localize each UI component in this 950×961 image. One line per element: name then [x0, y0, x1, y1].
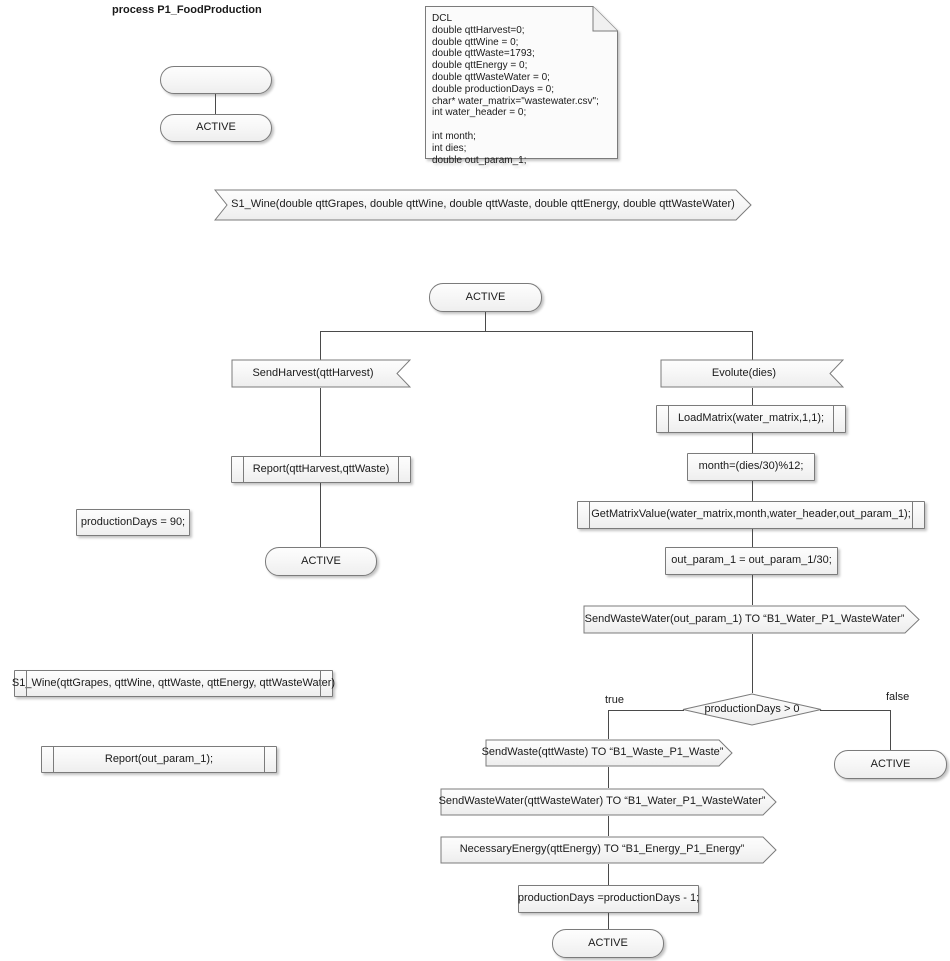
connector-right-branch-down — [752, 331, 753, 360]
procedure-bar-left — [53, 746, 54, 773]
decision-diamond-shape-icon — [682, 693, 822, 726]
procedure-bar-right — [264, 746, 265, 773]
dcl-text: DCL double qttHarvest=0; double qttWine … — [432, 13, 599, 166]
input-signal-shape-icon — [231, 359, 411, 388]
connector-evolute-to-loadmatrix — [752, 388, 753, 405]
procedure-report-out-param[interactable]: Report(out_param_1); — [41, 746, 277, 773]
signal-declaration-label: S1_Wine(double qttGrapes, double qttWine… — [231, 198, 735, 211]
procedure-s1-wine-call[interactable]: S1_Wine(qttGrapes, qttWine, qttWaste, qt… — [11, 670, 336, 697]
output-send-wastewater-param-label: SendWasteWater(out_param_1) TO “B1_Water… — [584, 612, 905, 625]
connector-harvest-to-report — [320, 388, 321, 456]
connector-energy-to-decrement — [608, 864, 609, 885]
procedure-get-matrix-value[interactable]: GetMatrixValue(water_matrix,month,water_… — [577, 501, 925, 529]
connector-outparam-to-sendwastewater — [752, 575, 753, 605]
procedure-load-matrix-label: LoadMatrix(water_matrix,1,1); — [677, 412, 825, 425]
procedure-bar-right — [833, 405, 834, 433]
dcl-declaration-note: DCL double qttHarvest=0; double qttWine … — [425, 6, 618, 166]
input-signal-shape-icon — [660, 359, 844, 388]
connector-sendwaste-to-wastewater — [608, 767, 609, 788]
procedure-bar-right — [320, 670, 321, 697]
procedure-get-matrix-value-label: GetMatrixValue(water_matrix,month,water_… — [591, 508, 911, 521]
connector-left-branch-down — [320, 331, 321, 360]
task-month-label: month=(dies/30)%12; — [698, 460, 804, 473]
task-decrement-days[interactable]: productionDays =productionDays - 1; — [518, 885, 699, 913]
procedure-load-matrix[interactable]: LoadMatrix(water_matrix,1,1); — [656, 405, 846, 433]
procedure-bar-left — [26, 670, 27, 697]
state-active-left-end-label: ACTIVE — [301, 554, 341, 567]
note-shape-icon — [425, 6, 618, 159]
output-signal-shape-icon — [583, 605, 920, 634]
output-signal-shape-icon — [440, 836, 777, 864]
output-send-wastewater-label: SendWasteWater(qttWasteWater) TO “B1_Wat… — [438, 795, 766, 808]
procedure-report-harvest[interactable]: Report(qttHarvest,qttWaste) — [231, 456, 411, 483]
task-production-days-90[interactable]: productionDays = 90; — [76, 509, 190, 536]
input-send-harvest-label: SendHarvest(qttHarvest) — [252, 366, 374, 379]
task-decrement-days-label: productionDays =productionDays - 1; — [517, 892, 700, 905]
state-active-start-label: ACTIVE — [196, 121, 236, 134]
connector-month-to-getmatrix — [752, 481, 753, 501]
output-signal-shape-icon — [440, 788, 777, 816]
procedure-bar-left — [589, 501, 590, 529]
output-send-wastewater[interactable]: SendWasteWater(qttWasteWater) TO “B1_Wat… — [438, 788, 777, 816]
procedure-report-harvest-label: Report(qttHarvest,qttWaste) — [252, 462, 390, 475]
output-necessary-energy[interactable]: NecessaryEnergy(qttEnergy) TO “B1_Energy… — [440, 836, 777, 864]
input-evolute-label: Evolute(dies) — [711, 366, 777, 379]
state-active-main-label: ACTIVE — [465, 290, 506, 303]
task-production-days-90-label: productionDays = 90; — [80, 515, 186, 528]
state-active-loop-back[interactable]: ACTIVE — [552, 929, 664, 958]
output-send-waste-label: SendWaste(qttWaste) TO “B1_Waste_P1_Wast… — [481, 746, 724, 759]
output-necessary-energy-label: NecessaryEnergy(qttEnergy) TO “B1_Energy… — [459, 843, 745, 856]
connector-branch-split — [320, 331, 752, 332]
task-out-param-label: out_param_1 = out_param_1/30; — [671, 554, 832, 567]
state-active-left-end[interactable]: ACTIVE — [265, 547, 377, 576]
procedure-s1-wine-call-label: S1_Wine(qttGrapes, qttWine, qttWaste, qt… — [11, 676, 336, 689]
branch-label-false: false — [886, 691, 910, 703]
start-symbol[interactable] — [160, 66, 272, 94]
procedure-bar-right — [398, 456, 399, 483]
state-active-false-branch-label: ACTIVE — [870, 757, 911, 770]
connector-decrement-to-active — [608, 913, 609, 929]
decision-production-days[interactable]: productionDays > 0 — [682, 693, 822, 726]
signal-declaration-s1-wine[interactable]: S1_Wine(double qttGrapes, double qttWine… — [214, 189, 752, 221]
connector-decision-false-v — [890, 710, 891, 750]
state-active-loop-back-label: ACTIVE — [588, 936, 628, 949]
branch-label-true: true — [605, 694, 624, 706]
connector-sendwastewater-to-decision — [752, 634, 753, 693]
state-active-main[interactable]: ACTIVE — [429, 283, 542, 312]
connector-wastewater-to-energy — [608, 816, 609, 836]
connector-getmatrix-to-outparam — [752, 529, 753, 547]
decision-production-days-label: productionDays > 0 — [704, 702, 800, 715]
connector-main-state-down — [485, 312, 486, 331]
state-active-false-branch[interactable]: ACTIVE — [834, 750, 947, 779]
connector-start-to-state — [215, 94, 216, 114]
task-out-param[interactable]: out_param_1 = out_param_1/30; — [665, 547, 838, 575]
procedure-bar-left — [243, 456, 244, 483]
input-evolute[interactable]: Evolute(dies) — [660, 359, 844, 388]
page-title: process P1_FoodProduction — [112, 4, 262, 16]
output-send-waste[interactable]: SendWaste(qttWaste) TO “B1_Waste_P1_Wast… — [482, 739, 733, 767]
connector-report-to-active — [320, 483, 321, 547]
connector-decision-true-v — [608, 710, 609, 739]
procedure-bar-right — [912, 501, 913, 529]
connector-decision-false-h — [820, 710, 891, 711]
input-send-harvest[interactable]: SendHarvest(qttHarvest) — [231, 359, 411, 388]
procedure-bar-left — [668, 405, 669, 433]
output-signal-shape-icon — [485, 739, 733, 767]
output-send-wastewater-param[interactable]: SendWasteWater(out_param_1) TO “B1_Water… — [583, 605, 920, 634]
connector-decision-true-h — [608, 710, 684, 711]
procedure-report-out-param-label: Report(out_param_1); — [104, 752, 214, 765]
task-month[interactable]: month=(dies/30)%12; — [687, 453, 815, 481]
state-active-start[interactable]: ACTIVE — [160, 114, 272, 142]
signal-declaration-shape-icon — [214, 189, 752, 221]
connector-loadmatrix-to-month — [752, 433, 753, 453]
